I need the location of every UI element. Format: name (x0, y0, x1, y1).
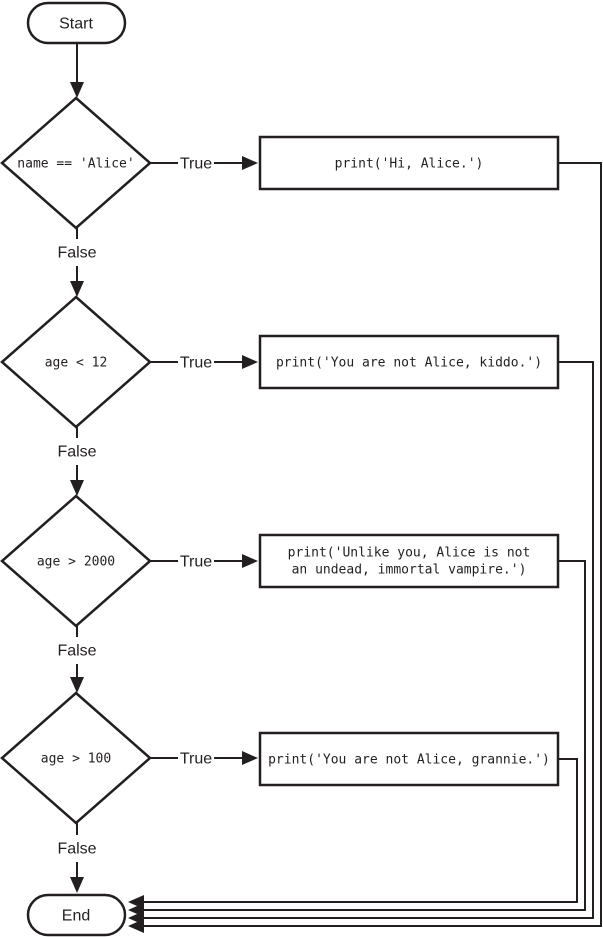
decision2-condition: age < 12 (45, 356, 108, 371)
true2-label: True (180, 355, 212, 372)
process3-code-line2: an undead, immortal vampire.') (292, 563, 527, 578)
process-vampire: print('Unlike you, Alice is not an undea… (258, 533, 560, 589)
edge-process2-to-end (128, 361, 594, 925)
true1-label: True (180, 156, 212, 173)
process-grannie: print('You are not Alice, grannie.') (258, 731, 560, 787)
process2-code: print('You are not Alice, kiddo.') (276, 356, 542, 371)
edge-process1-to-end (128, 162, 602, 933)
start-label: Start (59, 16, 93, 33)
decision3-condition: age > 2000 (37, 555, 115, 570)
process4-code: print('You are not Alice, grannie.') (268, 753, 550, 768)
process1-code: print('Hi, Alice.') (335, 157, 484, 172)
decision4-condition: age > 100 (41, 752, 111, 767)
end-label: End (62, 908, 90, 925)
decision-age-lt-12: age < 12 (0, 295, 152, 429)
edge-process4-to-end (128, 758, 578, 909)
process-hi-alice: print('Hi, Alice.') (258, 135, 560, 191)
start-terminal: Start (26, 1, 127, 45)
process3-code-line1: print('Unlike you, Alice is not (288, 546, 531, 561)
decision1-condition: name == 'Alice' (17, 157, 134, 172)
false2-label: False (57, 444, 96, 461)
process-kiddo: print('You are not Alice, kiddo.') (258, 334, 560, 390)
false4-label: False (57, 841, 96, 858)
end-oval (26, 893, 127, 937)
process2-box (258, 334, 560, 390)
decision-age-gt-100: age > 100 (0, 691, 152, 825)
end-terminal: End (26, 893, 127, 937)
false3-label: False (57, 643, 96, 660)
false1-label: False (57, 245, 96, 262)
decision-age-gt-2000: age > 2000 (0, 494, 152, 628)
decision-name-alice: name == 'Alice' (0, 96, 152, 230)
process1-box (258, 135, 560, 191)
process3-box (258, 533, 560, 589)
edge-process3-to-end (128, 560, 586, 917)
true4-label: True (180, 751, 212, 768)
true3-label: True (180, 554, 212, 571)
